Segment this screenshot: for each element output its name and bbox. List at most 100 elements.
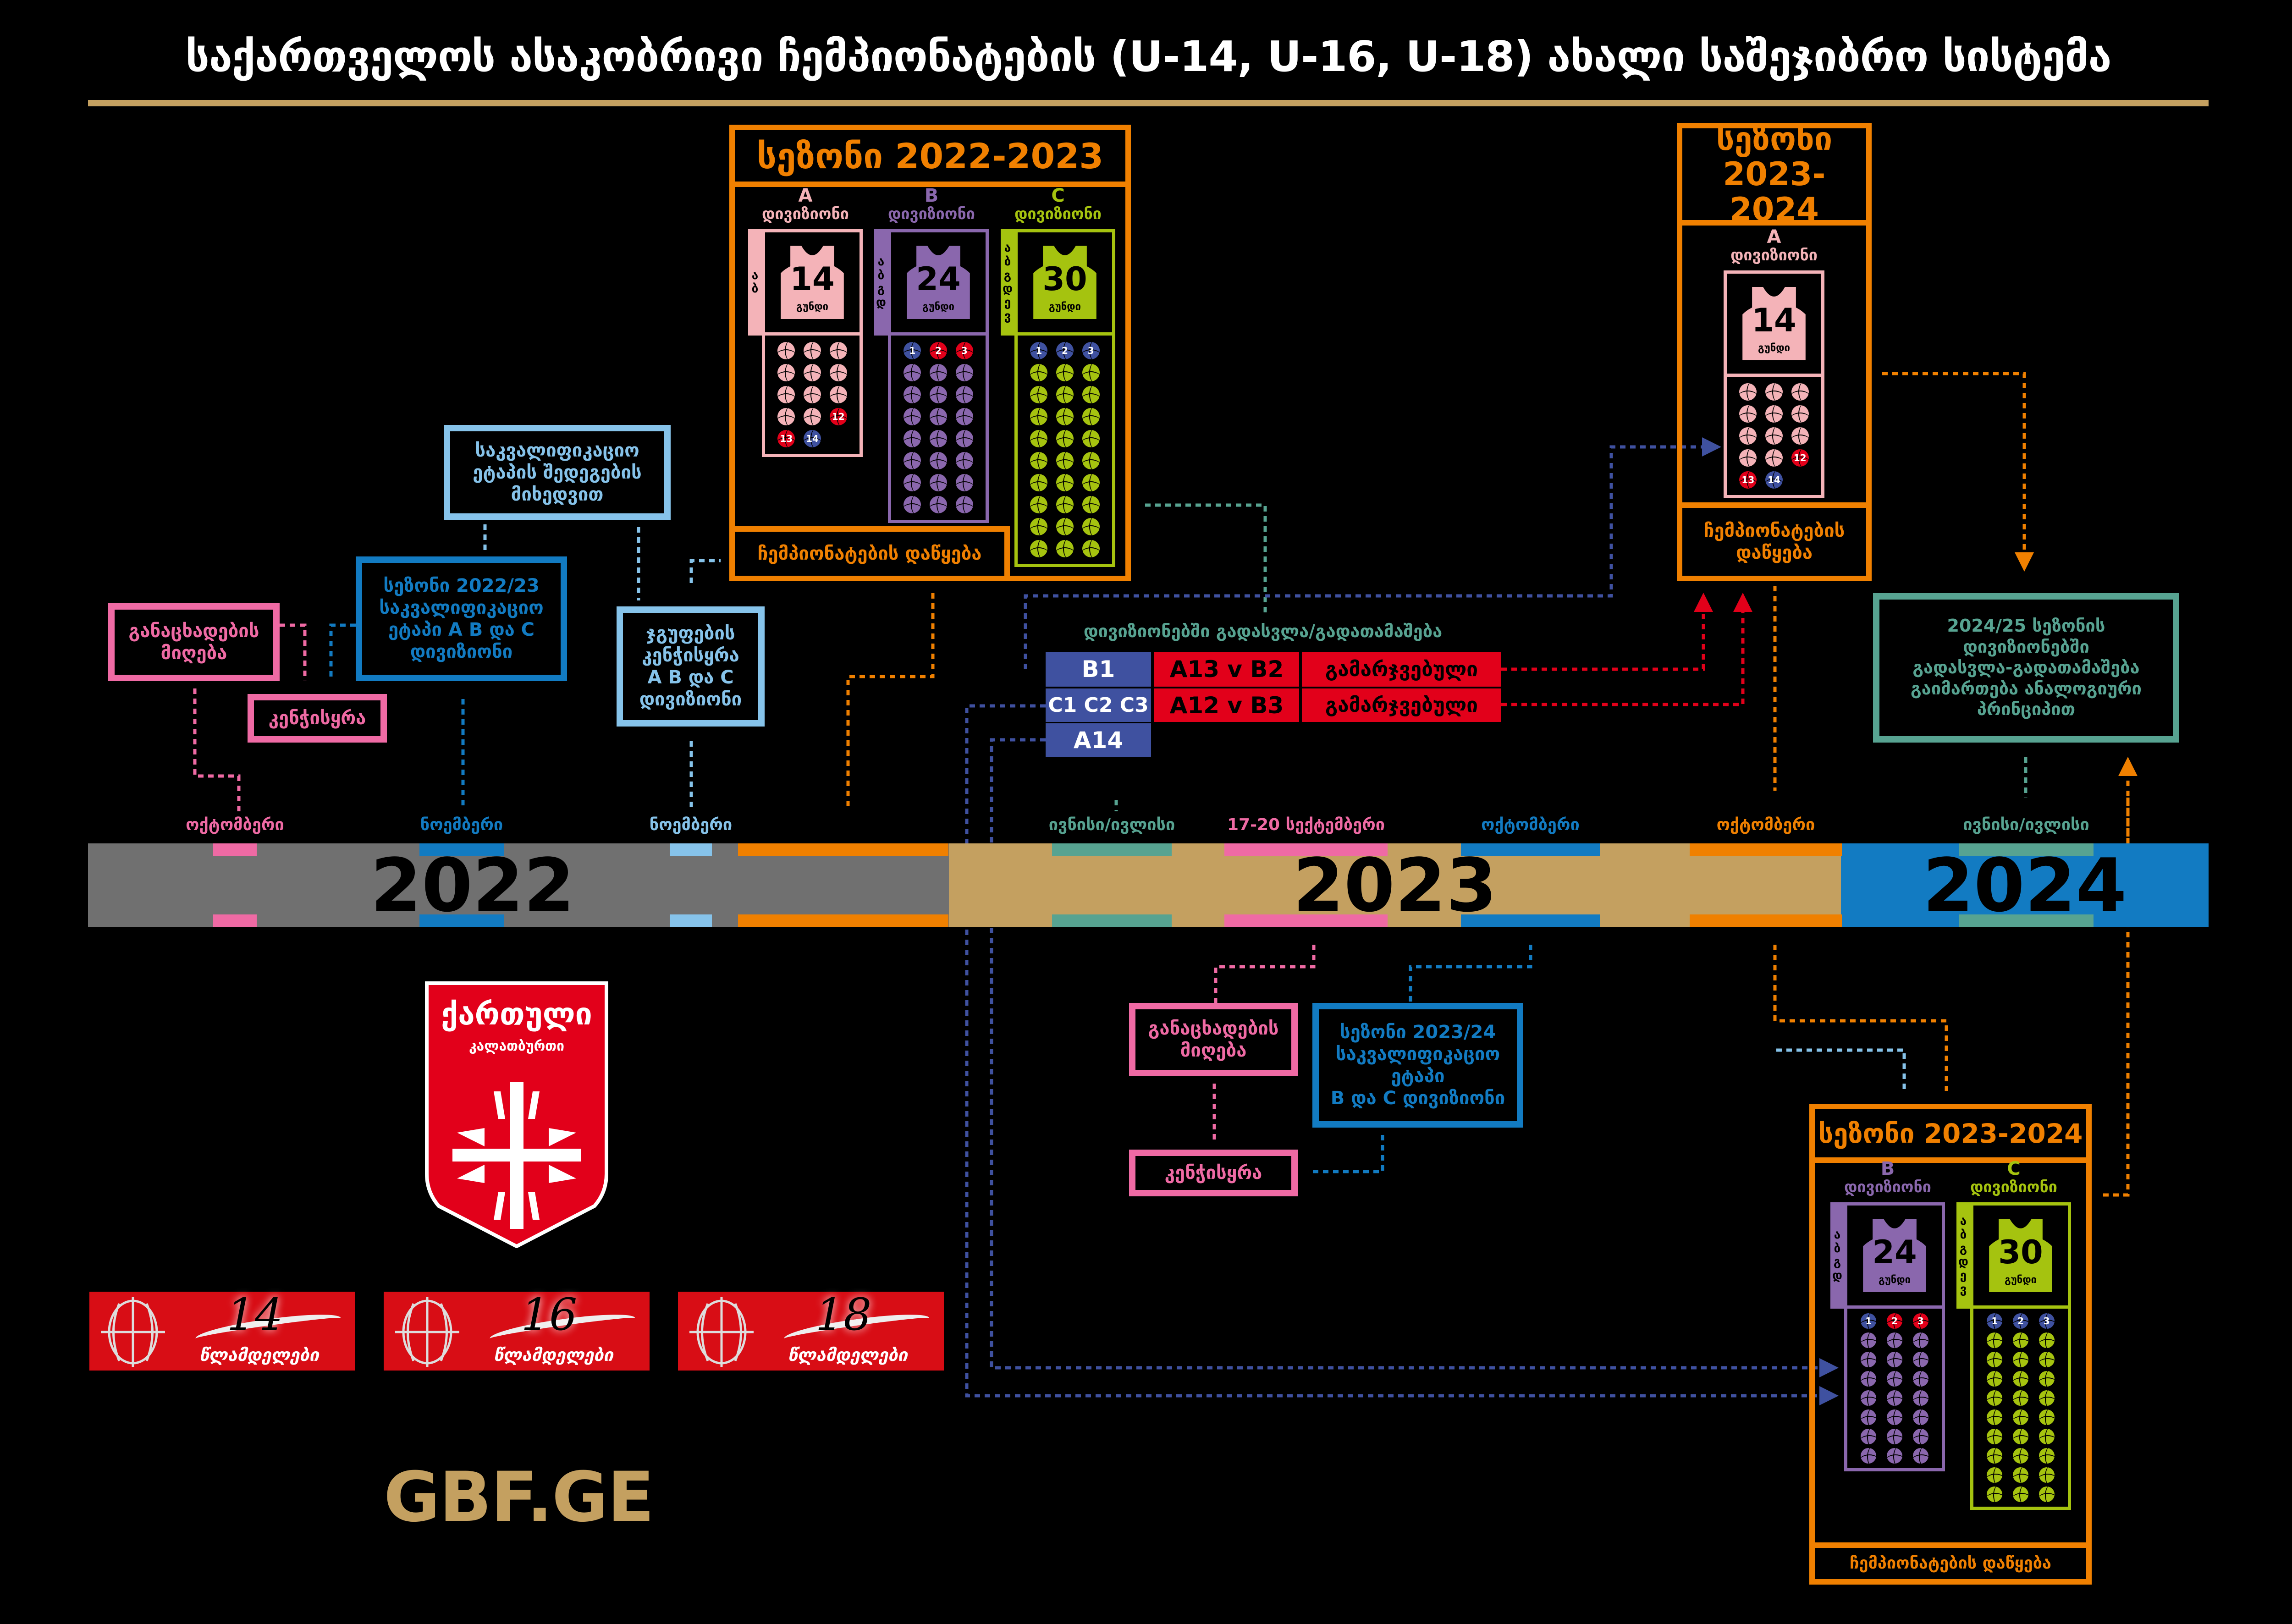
basketball-icon bbox=[1987, 1409, 2003, 1426]
website-link[interactable]: GBF.GE bbox=[384, 1458, 654, 1537]
basketball-icon bbox=[1765, 383, 1783, 401]
basketball-icon bbox=[1030, 364, 1048, 382]
basketball-icon bbox=[1987, 1390, 2003, 1406]
group-letter: ა bbox=[1004, 241, 1011, 255]
ball-number: 2 bbox=[935, 345, 942, 357]
basketball-icon bbox=[1739, 449, 1757, 467]
group-letter: ბ bbox=[751, 282, 759, 296]
ball-number: 1 bbox=[1865, 1316, 1872, 1327]
timeline-marker bbox=[419, 843, 504, 856]
ball-number: 3 bbox=[1087, 345, 1094, 357]
timeline-marker bbox=[213, 843, 257, 856]
box-text-line: B და C დივიზიონი bbox=[1330, 1088, 1505, 1109]
timeline-marker bbox=[670, 843, 712, 856]
basketball-icon bbox=[929, 474, 947, 492]
basketball-icon bbox=[1030, 386, 1048, 404]
basketball-icon bbox=[955, 364, 973, 382]
promo-team-c123: C1 C2 C3 bbox=[1046, 688, 1151, 722]
basketball-icon bbox=[1082, 364, 1100, 382]
basketball-icon bbox=[904, 430, 921, 448]
basketball-icon bbox=[904, 452, 921, 470]
box-text-line: კენჭისყრა bbox=[268, 708, 366, 729]
basketball-icon bbox=[2012, 1448, 2028, 1464]
ball-number: 2 bbox=[2017, 1316, 2024, 1327]
group-letter: ე bbox=[1960, 1269, 1967, 1283]
season-header-line: 2023-2024 bbox=[1723, 155, 1826, 228]
division-letter: A bbox=[798, 185, 813, 206]
box-text-line: დივიზიონი bbox=[639, 689, 742, 710]
championship-start-label: ჩემპიონატების დაწყება bbox=[735, 526, 1010, 576]
ball-number: 1 bbox=[909, 345, 916, 357]
timeline-marker bbox=[1959, 914, 2094, 927]
division-word: დივიზიონი bbox=[1844, 1178, 1931, 1196]
team-count: 24 bbox=[1872, 1233, 1917, 1272]
basketball-icon bbox=[829, 342, 847, 360]
championship-start-label: ჩემპიონატების დაწყება bbox=[1815, 1542, 2086, 1579]
timeline-marker bbox=[1224, 843, 1388, 856]
basketball-icon bbox=[1056, 540, 1074, 558]
age-caption: წლამდელები bbox=[494, 1345, 614, 1365]
timeline-marker bbox=[1690, 914, 1842, 927]
ball-number: 13 bbox=[780, 433, 793, 445]
box-text-line: სეზონი 2023/24 bbox=[1339, 1022, 1496, 1043]
basketball-icon bbox=[1912, 1448, 1928, 1464]
basketball-icon bbox=[904, 386, 921, 404]
basketball-icon bbox=[904, 408, 921, 426]
basketball-icon bbox=[1030, 430, 1048, 448]
basketball-icon bbox=[1082, 540, 1100, 558]
basketball-icon bbox=[929, 364, 947, 382]
timeline-month-label: ოქტომბერი bbox=[1716, 815, 1815, 834]
title-underline bbox=[88, 100, 2209, 106]
basketball-icon bbox=[904, 474, 921, 492]
ball-number: 1 bbox=[1991, 1316, 1998, 1327]
basketball-icon bbox=[395, 1297, 459, 1367]
basketball-icon bbox=[1765, 427, 1783, 445]
basketball-icon bbox=[1912, 1332, 1928, 1349]
ball-number: 12 bbox=[832, 411, 845, 423]
jersey-frame: 24 გუნდი bbox=[1844, 1202, 1945, 1309]
basketball-icon bbox=[1886, 1448, 1902, 1464]
basketball-icon bbox=[829, 386, 847, 404]
basketball-icon bbox=[1082, 452, 1100, 470]
basketball-icon bbox=[1056, 386, 1074, 404]
timeline-marker bbox=[738, 843, 948, 856]
box-text-line: 2024/25 სეზონის bbox=[1947, 616, 2105, 636]
basketball-icon bbox=[1030, 474, 1048, 492]
promo-match-a12-b3: A12 v B3 bbox=[1154, 688, 1299, 722]
basketball-icon bbox=[777, 408, 795, 426]
basketball-icon bbox=[2039, 1332, 2055, 1349]
basketball-icon bbox=[1912, 1390, 1928, 1406]
basketball-icon bbox=[689, 1297, 754, 1367]
division-word: დივიზიონი bbox=[1970, 1178, 2057, 1196]
timeline-month-label: 17-20 სექტემბერი bbox=[1227, 815, 1385, 834]
group-letter: დ bbox=[876, 296, 886, 310]
season-header-line: სეზონი bbox=[1716, 120, 1833, 158]
box-text-line: განაცხადების bbox=[128, 621, 259, 642]
basketball-icon bbox=[777, 364, 795, 382]
timeline-marker bbox=[213, 914, 257, 927]
basketball-icon bbox=[1030, 496, 1048, 514]
team-count-label: გუნდი bbox=[1879, 1274, 1911, 1286]
basketball-icon bbox=[1886, 1409, 1902, 1426]
box-text-line: მიხედვით bbox=[511, 484, 604, 505]
group-letter: ე bbox=[1004, 296, 1011, 310]
basketball-icon bbox=[1861, 1448, 1877, 1464]
team-count-label: გუნდი bbox=[1049, 301, 1081, 313]
box-text-line: საკვალიფიკაციო bbox=[1335, 1044, 1500, 1065]
basketball-icon bbox=[2039, 1429, 2055, 1445]
promo-match-a13-b2: A13 v B2 bbox=[1154, 652, 1299, 687]
